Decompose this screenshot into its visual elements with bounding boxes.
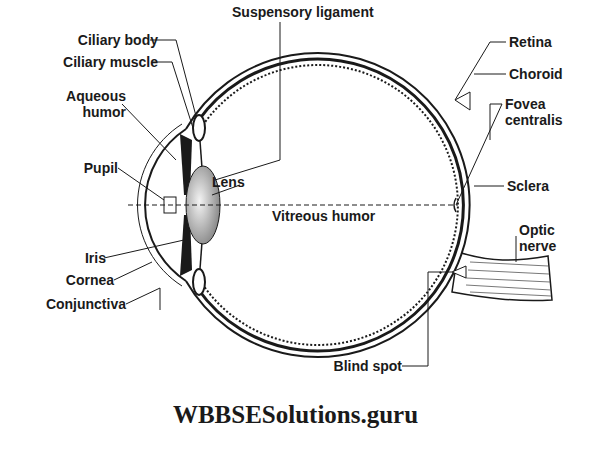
part-label: Vitreous humor [272, 208, 412, 224]
part-label: Blind spot [322, 358, 402, 374]
leader-line [402, 272, 452, 366]
nerve-fibre [466, 278, 550, 282]
leader-line [126, 288, 160, 310]
part-label: Aqueous humor [60, 88, 126, 120]
nerve-fibres [466, 262, 551, 296]
part-label: Retina [509, 34, 589, 50]
part-label: Lens [212, 174, 272, 190]
optical-axis [128, 205, 458, 206]
part-label: Sclera [507, 178, 587, 194]
nerve-fibre [466, 285, 551, 290]
part-label: Cornea [40, 272, 114, 288]
optic-nerve-shape [452, 252, 552, 301]
part-label: Iris [50, 250, 106, 266]
leader-line [215, 22, 280, 180]
leader-line [490, 104, 502, 140]
ciliary-body-upper [193, 115, 205, 141]
part-label: Optic nerve [519, 222, 579, 254]
leader-line [104, 240, 184, 258]
suspensory-ligament-upper [200, 141, 202, 168]
leader-line [455, 42, 506, 100]
leader-line [516, 236, 517, 262]
leader-line [150, 40, 196, 116]
leader-line [114, 262, 152, 280]
nerve-fibre [470, 262, 548, 266]
part-label: Choroid [509, 66, 589, 82]
leader-line [474, 186, 504, 187]
retina-pointer [455, 92, 470, 110]
leader-line [122, 104, 176, 160]
fovea-dip [454, 198, 456, 212]
part-label: Conjunctiva [20, 296, 126, 312]
leader-line [118, 168, 164, 200]
part-label: Fovea centralis [505, 96, 585, 128]
part-label: Suspensory ligament [232, 4, 402, 20]
part-label: Ciliary muscle [40, 54, 158, 70]
leader-line [474, 74, 506, 75]
nerve-fibre [468, 270, 549, 274]
leader-line [152, 62, 193, 128]
nerve-fibre [470, 292, 551, 296]
part-label: Pupil [60, 160, 118, 176]
blind-spot-marker [452, 266, 466, 278]
watermark: WBBSESolutions.guru [0, 400, 591, 430]
suspensory-ligament-lower [200, 242, 202, 269]
ciliary-body-lower [193, 269, 205, 295]
part-label: Ciliary body [58, 32, 158, 48]
leader-line [456, 104, 502, 205]
leader-lines [104, 22, 516, 366]
